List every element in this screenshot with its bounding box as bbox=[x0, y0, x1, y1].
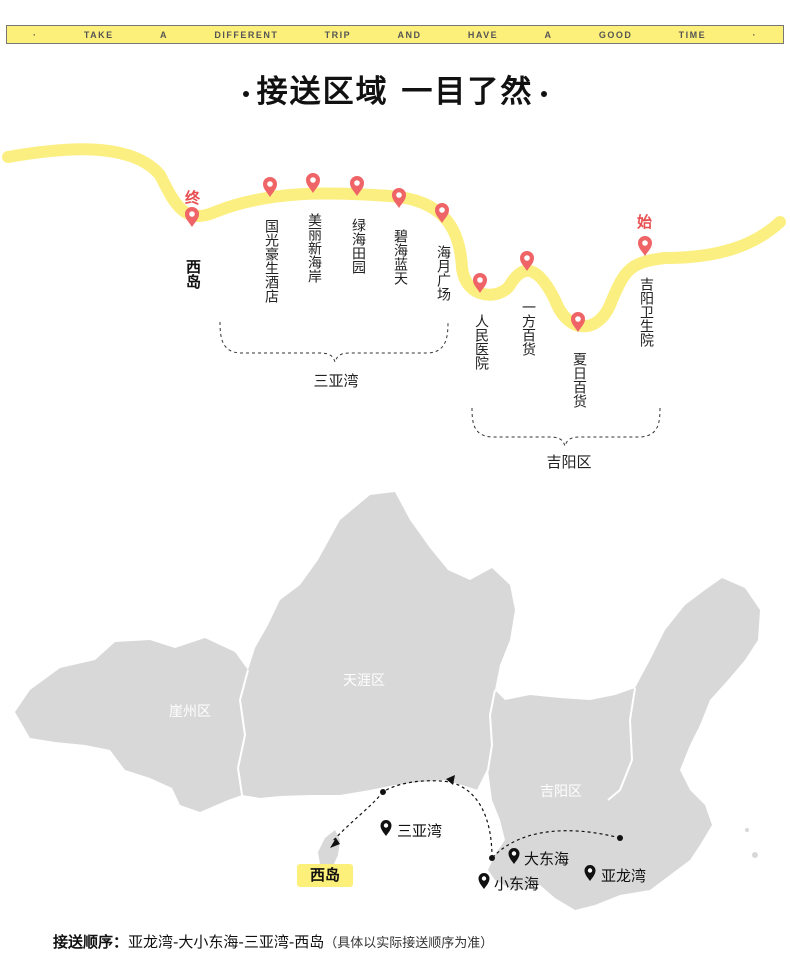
title-dot-left bbox=[242, 90, 249, 97]
banner-word: HAVE bbox=[467, 29, 499, 40]
pin-label: 小东海 bbox=[494, 875, 539, 893]
stop-label: 夏日百货 bbox=[571, 352, 587, 408]
group-label-jiyang: 吉阳区 bbox=[546, 453, 591, 471]
stop-label: 海月广场 bbox=[435, 245, 451, 302]
map-route-line bbox=[491, 830, 621, 859]
banner-word: TIME bbox=[678, 29, 707, 40]
stop-label: 碧海蓝天 bbox=[392, 229, 408, 285]
banner-word: A bbox=[544, 29, 553, 40]
boundary-line bbox=[477, 689, 496, 791]
pin-icon bbox=[638, 236, 652, 256]
end-stop-label: 西岛 bbox=[184, 259, 202, 290]
pin-icon bbox=[392, 188, 406, 208]
sequence-label: 接送顺序： bbox=[53, 933, 129, 951]
district-label: 崖州区 bbox=[169, 704, 211, 720]
banner-word: A bbox=[160, 29, 168, 40]
banner-word: DIFFERENT bbox=[214, 29, 279, 40]
sequence-value: 亚龙湾-大小东海-三亚湾-西岛 bbox=[128, 933, 325, 951]
map: 崖州区 天涯区 吉阳区 三亚湾 大东海 小东海 亚龙湾 bbox=[15, 492, 760, 910]
banner-word: TRIP bbox=[324, 29, 352, 40]
pin-label: 大东海 bbox=[524, 850, 569, 868]
stop-label: 一方百货 bbox=[520, 300, 536, 356]
stop-label: 吉阳卫生院 bbox=[638, 277, 654, 348]
group-label-sanya-bay: 三亚湾 bbox=[313, 372, 358, 390]
map-region-tianya bbox=[238, 492, 515, 798]
map-region-yazhou bbox=[15, 638, 248, 812]
bracket-sanya-bay bbox=[219, 321, 449, 364]
district-label: 天涯区 bbox=[343, 673, 385, 689]
page-title: 接送区域 一目了然 bbox=[0, 66, 790, 111]
islet bbox=[752, 852, 758, 858]
start-mark: 始 bbox=[637, 213, 652, 231]
location-pin-icon bbox=[380, 820, 392, 836]
banner-word: · bbox=[752, 29, 757, 40]
title-text: 接送区域 一目了然 bbox=[256, 74, 534, 110]
stop-label: 绿海田园 bbox=[350, 218, 366, 274]
pin-label: 三亚湾 bbox=[397, 822, 442, 840]
route-arrow-icon bbox=[330, 838, 340, 848]
end-mark: 终 bbox=[185, 189, 201, 207]
route-arrow-icon bbox=[446, 775, 455, 785]
map-region-xidao bbox=[318, 830, 340, 866]
stop-label: 国光豪生酒店 bbox=[263, 219, 279, 303]
boundary-line bbox=[607, 687, 636, 801]
district-label: 吉阳区 bbox=[540, 784, 582, 800]
islet bbox=[745, 828, 749, 832]
map-route-line bbox=[331, 791, 384, 843]
map-region-jiyang bbox=[488, 578, 760, 910]
location-pin-icon bbox=[478, 873, 490, 889]
banner-word: AND bbox=[397, 29, 422, 40]
title-dot-right bbox=[541, 90, 548, 97]
route-node bbox=[617, 835, 623, 841]
route-line bbox=[2, 143, 786, 333]
bracket-jiyang bbox=[471, 407, 661, 448]
banner-word: · bbox=[33, 29, 38, 40]
pickup-sequence: 接送顺序：亚龙湾-大小东海-三亚湾-西岛（具体以实际接送顺序为准） bbox=[53, 931, 493, 952]
pin-icon bbox=[185, 207, 199, 227]
route-node bbox=[380, 789, 386, 795]
route-node bbox=[489, 855, 495, 861]
top-banner: · TAKE A DIFFERENT TRIP AND HAVE A GOOD … bbox=[6, 25, 784, 44]
map-route-line bbox=[382, 780, 493, 859]
banner-word: TAKE bbox=[83, 29, 114, 40]
pin-label: 亚龙湾 bbox=[601, 867, 646, 885]
sequence-note: （具体以实际接送顺序为准） bbox=[324, 936, 494, 951]
stop-label: 人民医院 bbox=[473, 314, 489, 371]
xidao-tag: 西岛 bbox=[297, 864, 353, 887]
boundary-line bbox=[236, 669, 249, 796]
stop-label: 美丽新海岸 bbox=[306, 213, 322, 283]
banner-word: GOOD bbox=[598, 29, 633, 40]
